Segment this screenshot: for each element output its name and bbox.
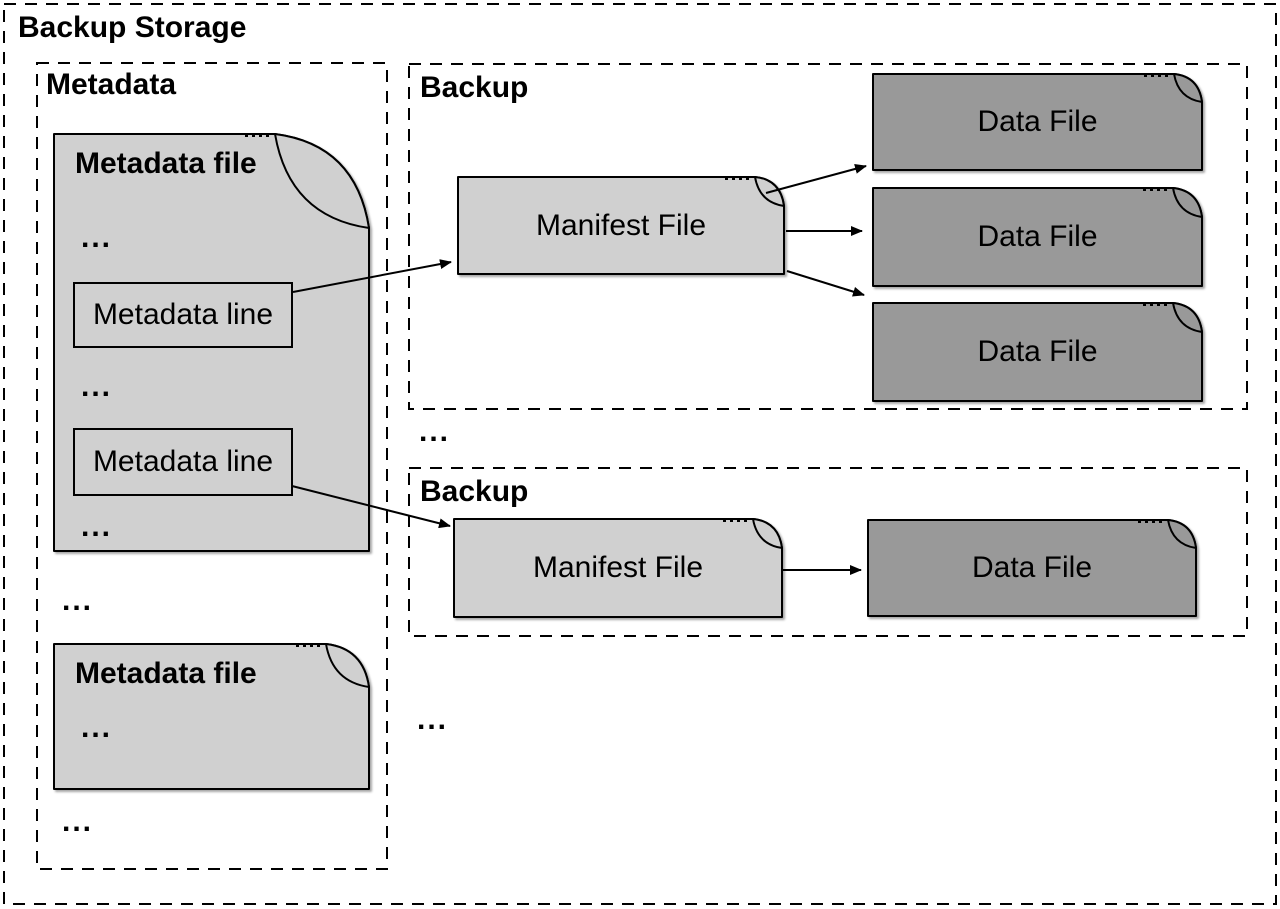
backup-storage-label: Backup Storage [18, 11, 247, 44]
metadata-file-1-dots-2: ... [81, 370, 113, 403]
metadata-file-1: Metadata file ... Metadata line ... Meta… [53, 133, 370, 552]
metadata-dots-after-file2: ... [62, 805, 94, 838]
metadata-file-1-dots-3: ... [81, 510, 113, 543]
metadata-file-2: Metadata file ... [53, 643, 370, 790]
data-file-3: Data File [872, 302, 1203, 402]
metadata-line-1: Metadata line [73, 282, 293, 348]
metadata-label: Metadata [46, 68, 177, 101]
metadata-file-2-title: Metadata file [75, 657, 257, 690]
data-file-4-label: Data File [971, 551, 1093, 584]
dots-bottom: ... [417, 703, 449, 736]
data-file-2: Data File [872, 187, 1203, 287]
manifest-file-2: Manifest File [453, 518, 783, 618]
metadata-line-2: Metadata line [73, 428, 293, 496]
metadata-file-1-title: Metadata file [75, 147, 257, 180]
data-file-1: Data File [872, 73, 1203, 171]
backup-2-label: Backup [420, 475, 529, 508]
dots-between-backups: ... [419, 415, 451, 448]
data-file-4: Data File [867, 519, 1197, 617]
metadata-dots-between-files: ... [62, 584, 94, 617]
metadata-file-1-dots-1: ... [81, 221, 113, 254]
manifest-file-2-label: Manifest File [532, 551, 704, 584]
backup-1-label: Backup [420, 71, 529, 104]
data-file-1-label: Data File [977, 105, 1098, 138]
data-file-3-label: Data File [977, 335, 1098, 368]
manifest-file-1: Manifest File [457, 176, 785, 275]
manifest-file-1-label: Manifest File [535, 208, 707, 242]
metadata-file-2-dots: ... [81, 711, 113, 744]
data-file-2-label: Data File [977, 220, 1098, 253]
